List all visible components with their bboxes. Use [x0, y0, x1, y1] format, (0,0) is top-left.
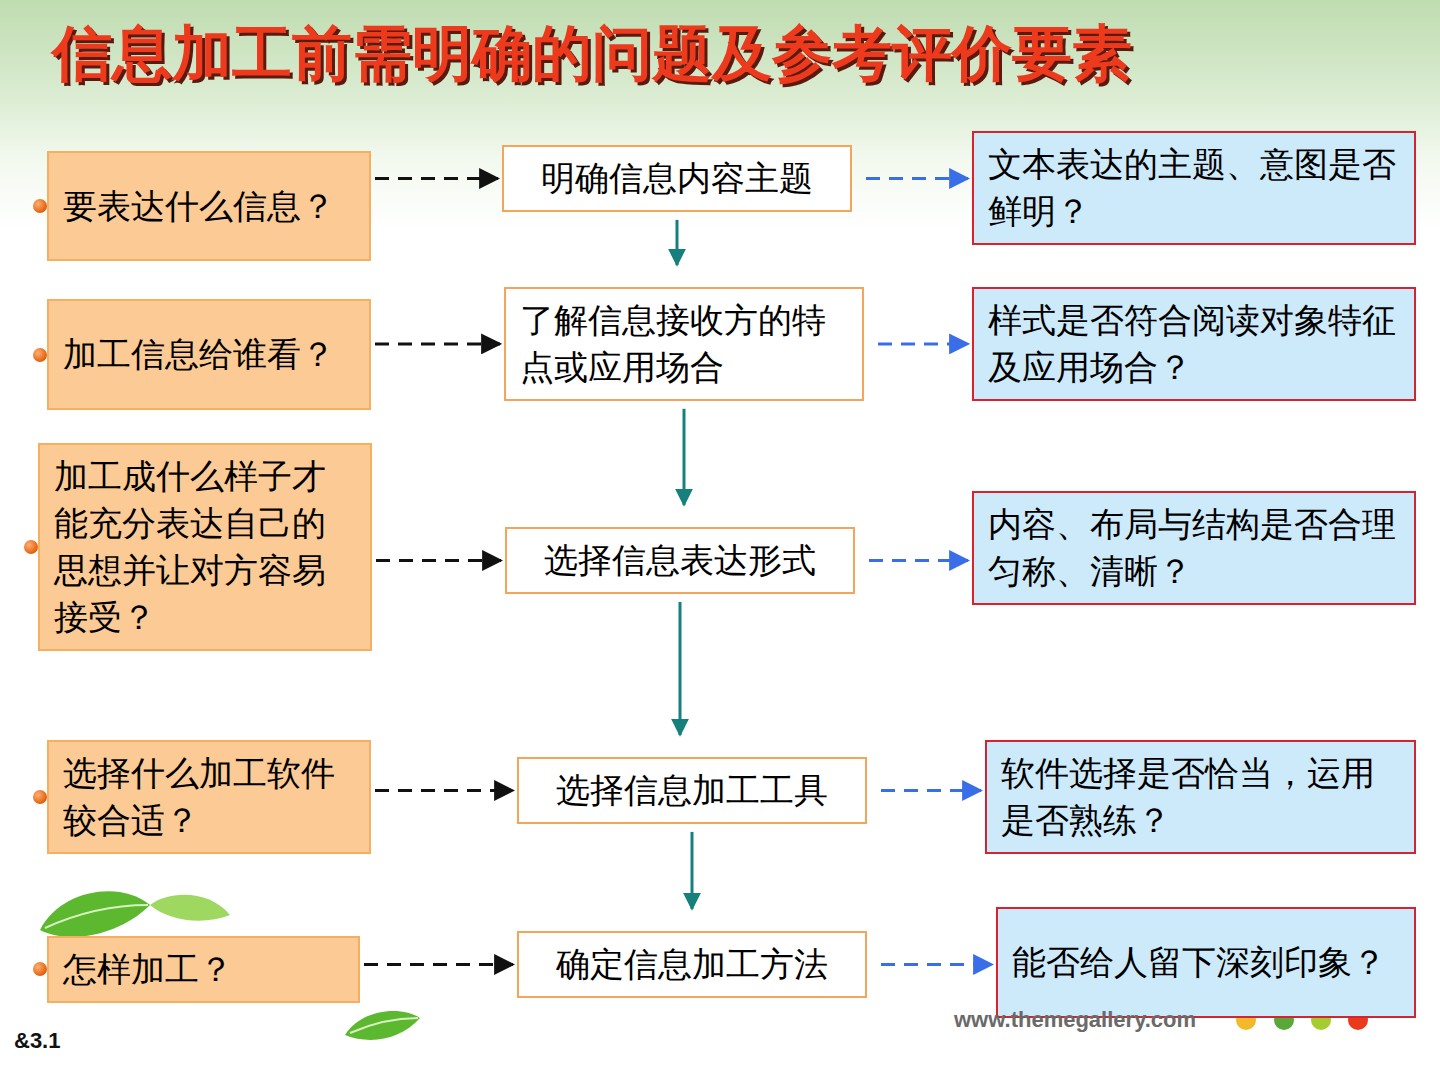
flow-arrow: [691, 832, 694, 909]
page-number: &3.1: [14, 1028, 60, 1054]
node-text: 选择什么加工软件较合适？: [63, 750, 355, 844]
criteria-arrow: [881, 789, 981, 792]
bullet-dot: [24, 540, 38, 554]
step-box: 了解信息接收方的特点或应用场合: [504, 287, 864, 401]
node-text: 了解信息接收方的特点或应用场合: [520, 297, 848, 391]
node-text: 内容、布局与结构是否合理匀称、清晰？: [988, 501, 1400, 595]
leaf-decoration: [40, 891, 420, 1040]
question-arrow: [375, 342, 500, 345]
node-text: 怎样加工？: [63, 946, 233, 993]
step-box: 明确信息内容主题: [502, 145, 852, 212]
criteria-box: 软件选择是否恰当，运用是否熟练？: [985, 740, 1416, 854]
step-box: 选择信息表达形式: [505, 527, 855, 594]
title: 信息加工前需明确的问题及参考评价要素: [52, 14, 1132, 95]
node-text: 明确信息内容主题: [541, 155, 813, 202]
criteria-box: 能否给人留下深刻印象？: [996, 907, 1416, 1018]
bullet-dot: [33, 348, 47, 362]
node-text: 选择信息加工工具: [556, 767, 828, 814]
flow-arrow: [676, 220, 679, 265]
question-arrow: [375, 789, 513, 792]
node-text: 软件选择是否恰当，运用是否熟练？: [1001, 750, 1400, 844]
flow-arrow: [683, 409, 686, 505]
node-text: 要表达什么信息？: [63, 183, 335, 230]
watermark: www.themegallery.com: [954, 1007, 1196, 1033]
question-box: 加工信息给谁看？: [47, 299, 371, 410]
bullet-dot: [33, 790, 47, 804]
flow-arrow: [679, 602, 682, 735]
node-text: 样式是否符合阅读对象特征及应用场合？: [988, 297, 1400, 391]
question-box: 怎样加工？: [47, 936, 360, 1003]
criteria-arrow: [878, 342, 968, 345]
bullet-dot: [33, 199, 47, 213]
question-arrow: [376, 559, 501, 562]
step-box: 选择信息加工工具: [517, 757, 867, 824]
node-text: 能否给人留下深刻印象？: [1012, 939, 1386, 986]
bullet-dot: [33, 962, 47, 976]
node-text: 加工成什么样子才能充分表达自己的思想并让对方容易接受？: [54, 453, 356, 641]
node-text: 确定信息加工方法: [556, 941, 828, 988]
criteria-arrow: [869, 559, 968, 562]
node-text: 加工信息给谁看？: [63, 331, 335, 378]
criteria-arrow: [881, 963, 992, 966]
criteria-arrow: [866, 177, 968, 180]
step-box: 确定信息加工方法: [517, 931, 867, 998]
question-arrow: [375, 177, 498, 180]
question-box: 要表达什么信息？: [47, 151, 371, 261]
question-box: 选择什么加工软件较合适？: [47, 740, 371, 854]
criteria-box: 内容、布局与结构是否合理匀称、清晰？: [972, 491, 1416, 605]
node-text: 选择信息表达形式: [544, 537, 816, 584]
criteria-box: 样式是否符合阅读对象特征及应用场合？: [972, 287, 1416, 401]
question-box: 加工成什么样子才能充分表达自己的思想并让对方容易接受？: [38, 443, 372, 651]
question-arrow: [364, 963, 513, 966]
criteria-box: 文本表达的主题、意图是否鲜明？: [972, 131, 1416, 245]
node-text: 文本表达的主题、意图是否鲜明？: [988, 141, 1400, 235]
